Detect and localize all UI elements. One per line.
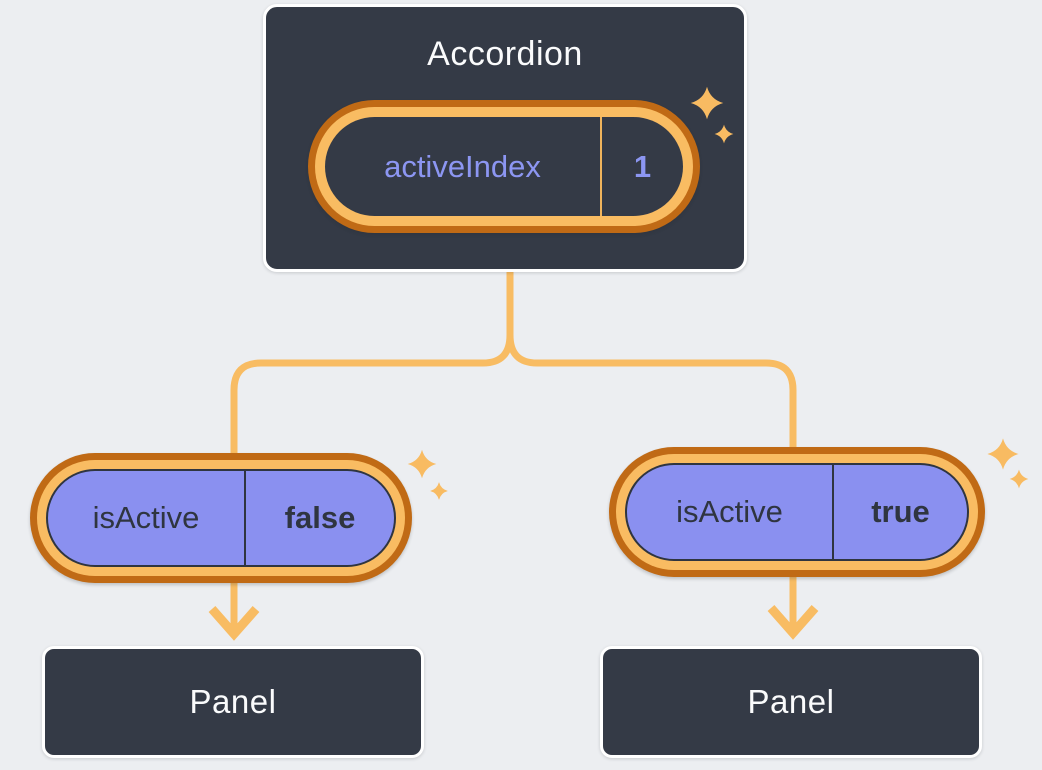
panel-label: Panel	[747, 683, 835, 720]
sparkle-right-large-icon	[987, 438, 1019, 470]
prop-pill-left-ring: isActive false	[37, 460, 405, 576]
panel-right: Panel	[600, 646, 982, 758]
prop-pill-left-core: isActive false	[46, 469, 396, 567]
state-name-label: activeIndex	[384, 148, 541, 184]
branch-line-right	[506, 334, 797, 450]
prop-pill-is-active-false: isActive false	[30, 453, 412, 583]
sparkle-left-small-icon	[430, 482, 448, 500]
state-pill-active-index: activeIndex 1	[308, 100, 700, 233]
prop-pill-is-active-true: isActive true	[609, 447, 985, 577]
panel-left: Panel	[42, 646, 424, 758]
prop-pill-right-core: isActive true	[625, 463, 969, 561]
prop-name-label: isActive	[92, 500, 200, 535]
panel-label: Panel	[189, 683, 277, 720]
sparkle-left-large-icon	[407, 449, 437, 479]
prop-pill-right-divider	[832, 465, 834, 559]
accordion-title: Accordion	[427, 35, 583, 73]
branch-line-left	[230, 272, 514, 456]
prop-value-label: true	[871, 494, 930, 529]
state-pill-core: activeIndex 1	[325, 117, 683, 216]
prop-name-label: isActive	[676, 494, 783, 529]
state-pill-divider	[600, 117, 602, 216]
arrow-right-head-icon	[767, 605, 819, 640]
state-value-label: 1	[633, 148, 652, 184]
prop-pill-left-divider	[244, 471, 246, 565]
prop-value-label: false	[284, 500, 356, 535]
arrow-left-head-icon	[208, 606, 260, 641]
sparkle-right-small-icon	[1009, 469, 1029, 489]
prop-pill-right-ring: isActive true	[616, 454, 978, 570]
state-pill-ring: activeIndex 1	[315, 107, 693, 226]
